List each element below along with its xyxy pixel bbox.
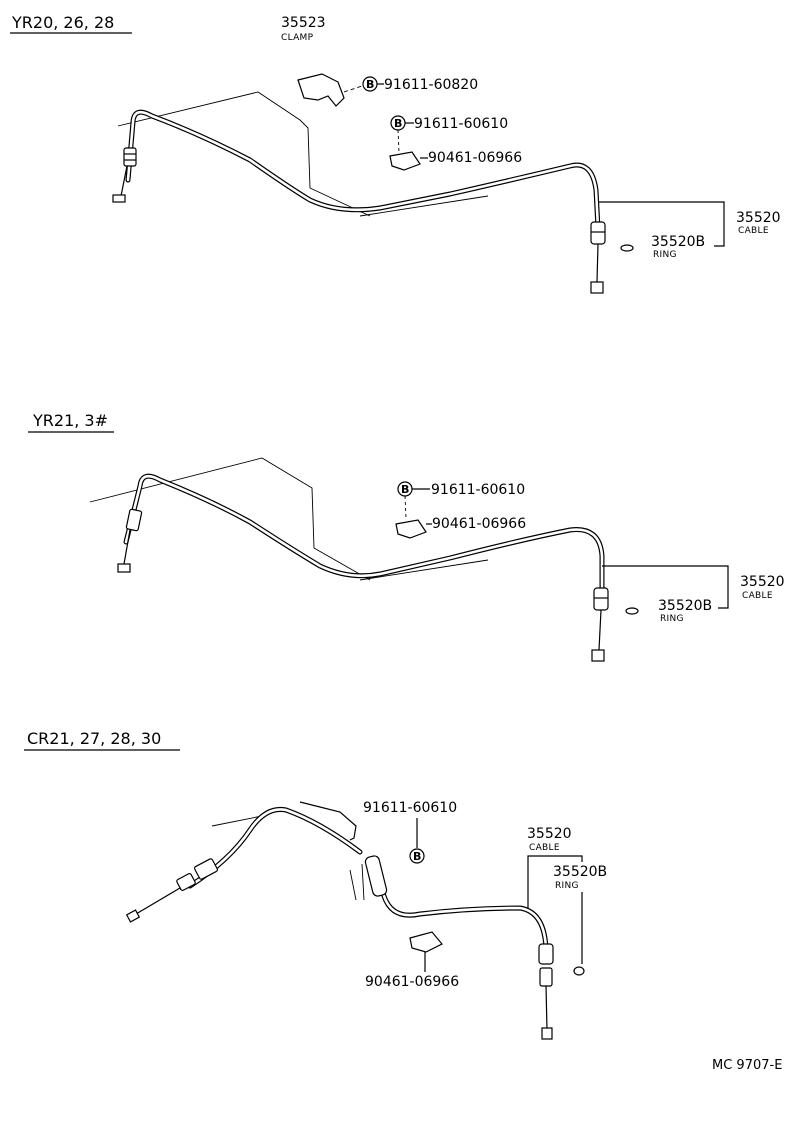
svg-text:B: B	[394, 117, 402, 130]
svg-text:B: B	[366, 78, 374, 91]
section-heading: CR21, 27, 28, 30	[27, 729, 161, 748]
cable-part-number: 35520	[527, 826, 572, 842]
cable-sleeve	[364, 855, 388, 897]
throttle-cable	[187, 806, 549, 953]
clamp-part	[297, 73, 363, 107]
bolt-b-icon: B	[409, 848, 425, 864]
bolt-part-number: 91611-60610	[363, 800, 457, 816]
clip-part-number: 90461-06966	[428, 150, 522, 166]
ring-part-number: 35520B	[651, 234, 705, 250]
section-heading: YR20, 26, 28	[11, 13, 114, 32]
ring-part	[620, 244, 634, 252]
clip-part-number: 90461-06966	[432, 516, 526, 532]
clamp-part-number: 35523	[281, 15, 326, 31]
cable-bracket	[598, 201, 725, 247]
dashed-leader	[404, 495, 407, 519]
cable-end-fitting-right	[538, 943, 554, 1040]
cable-part-name: CABLE	[529, 843, 560, 853]
body-outline	[359, 559, 489, 581]
ring-part-name: RING	[653, 250, 677, 260]
cable-part-number: 35520	[736, 210, 781, 226]
section-yr20: YR20, 26, 28 35523	[10, 13, 781, 294]
bolt-part-number: 91611-60610	[431, 482, 525, 498]
ring-part-name: RING	[660, 614, 684, 624]
clip-part	[409, 931, 443, 953]
cable-part-name: CABLE	[742, 591, 773, 601]
svg-text:B: B	[413, 850, 421, 863]
bolt-b-icon: B	[362, 76, 378, 92]
body-outline	[89, 457, 371, 581]
bolt-part-number: 91611-60610	[414, 116, 508, 132]
ring-part-name: RING	[555, 881, 579, 891]
cable-end-fitting-left	[112, 147, 137, 203]
svg-text:B: B	[401, 483, 409, 496]
bolt-part-number: 91611-60820	[384, 77, 478, 93]
body-panel	[299, 801, 357, 841]
ring-part-number: 35520B	[553, 864, 607, 880]
cable-end-fitting-right	[590, 221, 606, 294]
section-yr21: YR21, 3# B 91611-60610 90461-06966	[28, 411, 785, 662]
bolt-b-icon: B	[390, 115, 406, 131]
cable-end-fitting-right	[591, 587, 609, 662]
ring-part	[625, 607, 639, 615]
diagram-code: MC 9707-E	[712, 1058, 782, 1073]
clip-part	[389, 151, 421, 171]
ring-part	[573, 966, 585, 976]
dashed-leader	[397, 129, 400, 153]
section-cr21: CR21, 27, 28, 30 9	[24, 729, 607, 1040]
section-heading: YR21, 3#	[32, 411, 108, 430]
cable-end-fitting-left	[125, 858, 219, 923]
cable-part-number: 35520	[740, 574, 785, 590]
cable-bracket	[527, 855, 583, 908]
bolt-b-icon: B	[397, 481, 413, 497]
throttle-cable	[125, 109, 601, 231]
body-outline	[117, 91, 371, 217]
clip-part	[395, 519, 427, 539]
body-outline	[359, 195, 489, 217]
clamp-part-name: CLAMP	[281, 33, 314, 43]
body-outline	[349, 869, 357, 901]
cable-bracket	[602, 565, 729, 609]
cable-end-fitting-left	[117, 508, 143, 573]
cable-part-name: CABLE	[738, 226, 769, 236]
body-outline	[211, 815, 263, 827]
ring-part-number: 35520B	[658, 598, 712, 614]
throttle-cable	[123, 473, 605, 595]
clip-part-number: 90461-06966	[365, 974, 459, 990]
body-outline	[361, 863, 365, 901]
